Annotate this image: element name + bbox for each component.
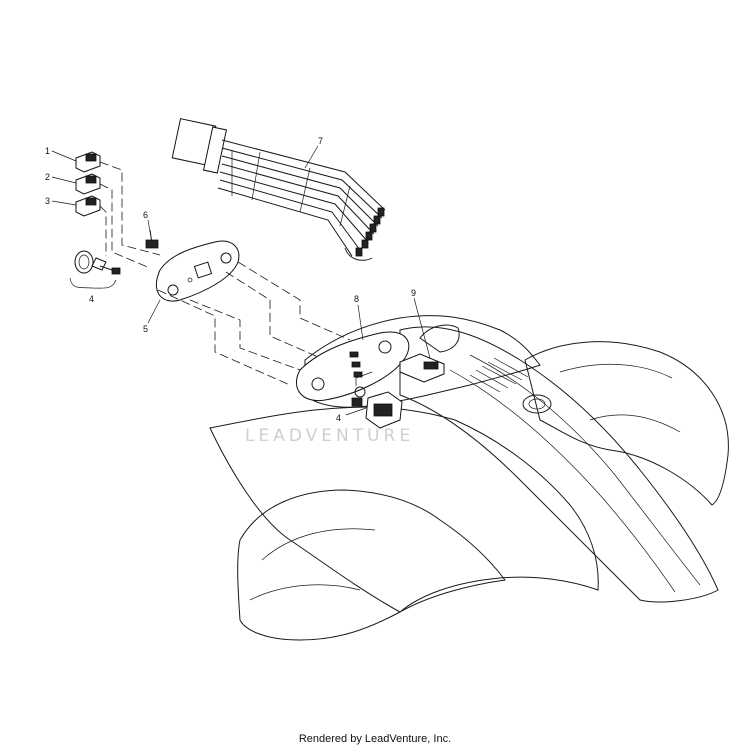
callout-5: 5 xyxy=(143,324,148,334)
callout-4: 4 xyxy=(89,294,94,304)
callout-7: 7 xyxy=(318,136,323,146)
fender-switch-panel xyxy=(295,331,410,402)
callout-8: 8 xyxy=(354,294,359,304)
callout-6: 6 xyxy=(143,210,148,220)
fender-connector xyxy=(399,353,445,383)
callout-3: 3 xyxy=(45,196,50,206)
rear-fender xyxy=(209,315,729,641)
callout-9: 9 xyxy=(411,288,416,298)
switch-panel xyxy=(155,240,240,302)
callout-4-lower: 4 xyxy=(336,413,341,423)
switch-caps xyxy=(75,151,101,217)
callout-2: 2 xyxy=(45,172,50,182)
callout-1: 1 xyxy=(45,146,50,156)
mounting-screw xyxy=(145,229,159,249)
ignition-switch-lower xyxy=(351,371,403,429)
fender-hatching xyxy=(469,357,529,393)
footer-credit: Rendered by LeadVenture, Inc. xyxy=(298,733,452,745)
wiring-harness xyxy=(171,118,386,261)
callouts: 1 2 3 4 5 6 7 8 9 4 xyxy=(45,136,416,423)
ignition-switch xyxy=(74,250,121,275)
fender-cap-hole xyxy=(522,394,552,414)
harness-connectors xyxy=(355,207,385,257)
watermark-text: LEADVENTURE xyxy=(245,426,414,446)
